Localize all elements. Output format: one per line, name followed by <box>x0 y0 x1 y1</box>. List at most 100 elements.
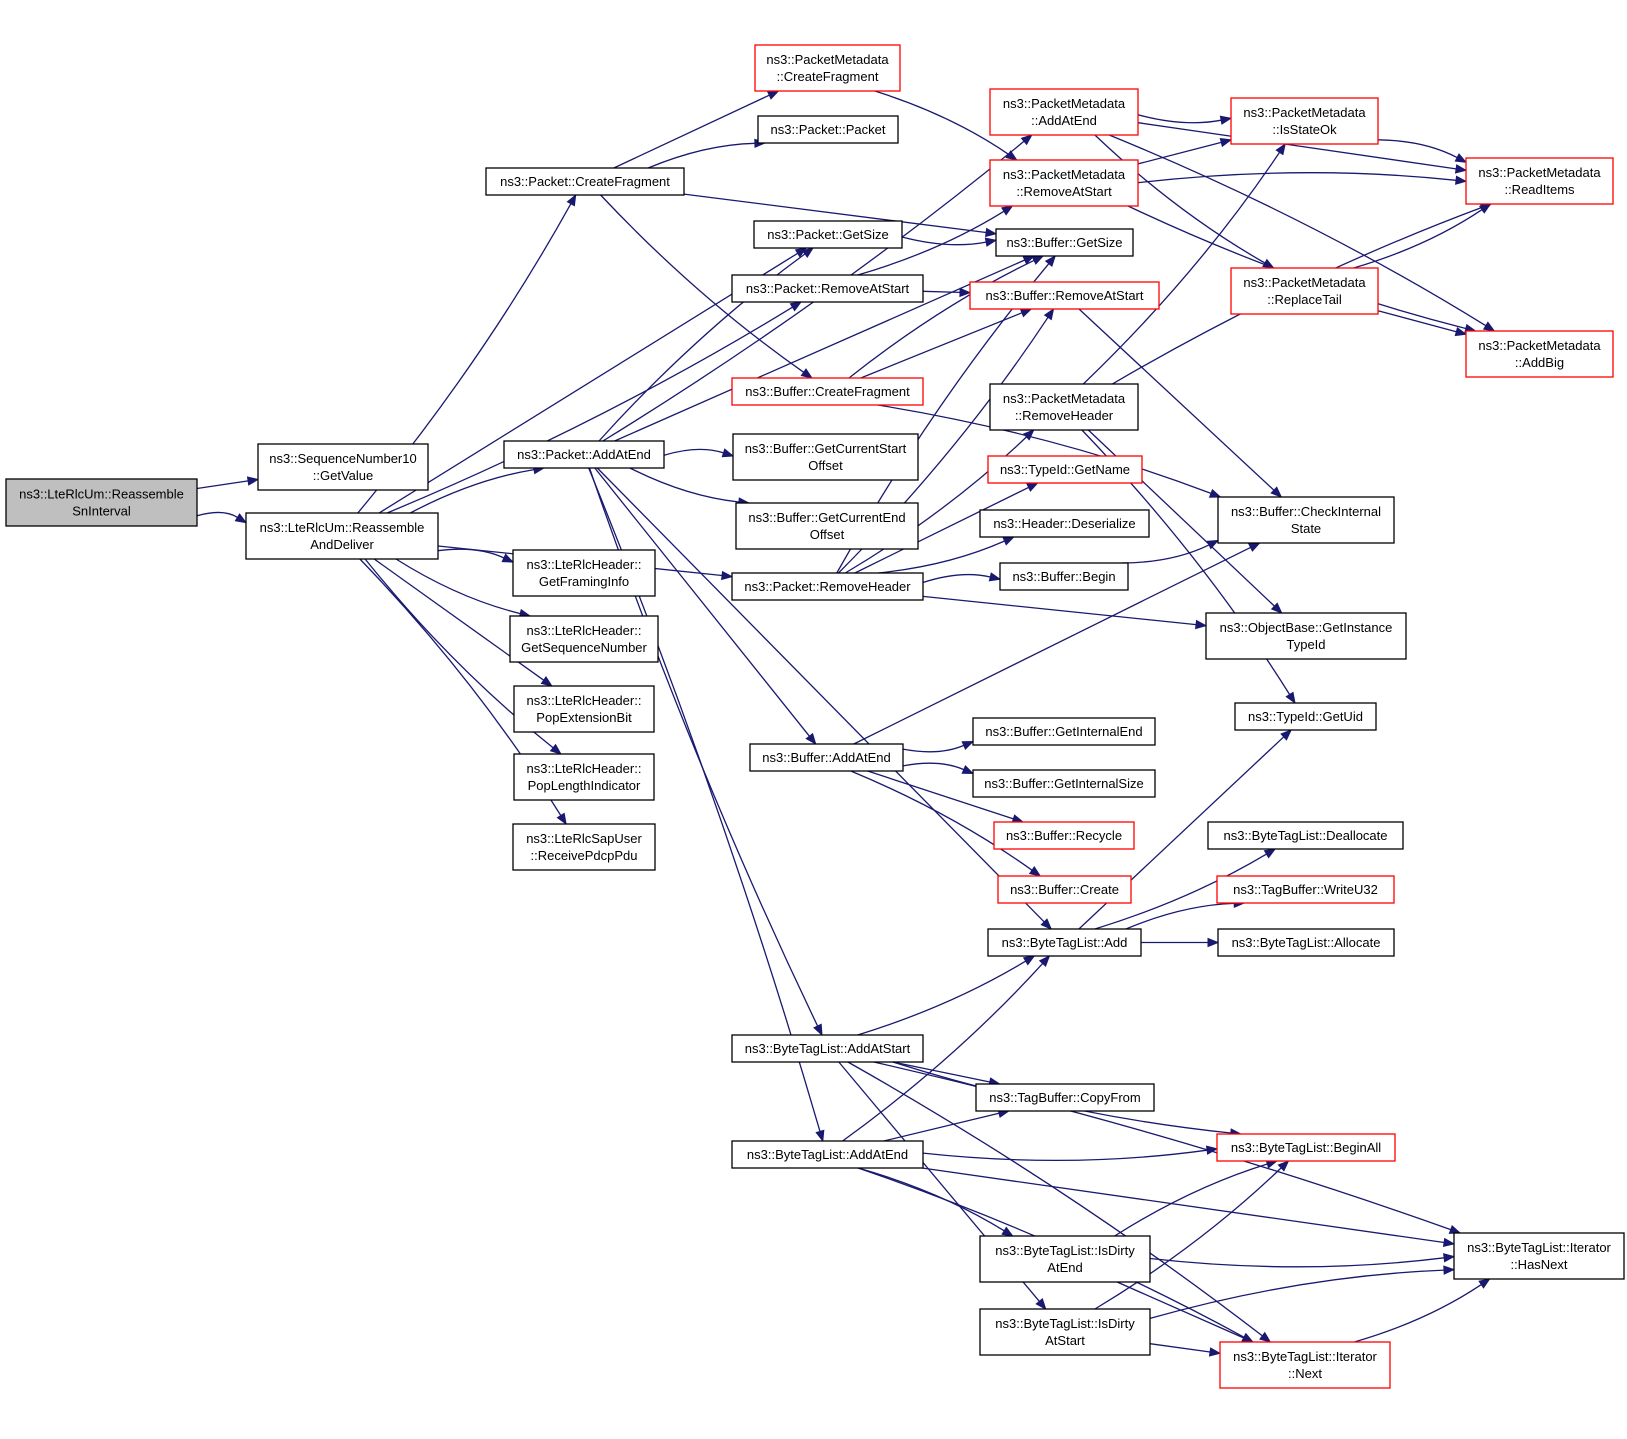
node-ns3-buffer-createfragment[interactable]: ns3::Buffer::CreateFragment <box>731 377 924 406</box>
edge-n18-n32 <box>850 770 1042 877</box>
arrowhead-icon <box>1205 1145 1219 1155</box>
node-ns3-packetmetadata-removeatstart[interactable]: ns3::PacketMetadata::RemoveAtStart <box>989 159 1139 207</box>
node-ns3-packet-removeatstart[interactable]: ns3::Packet::RemoveAtStart <box>731 274 924 303</box>
node-box <box>731 1140 924 1169</box>
node-ns3-buffer-addatend[interactable]: ns3::Buffer::AddAtEnd <box>749 743 904 772</box>
node-ns3-lterlcheader-getsequencenumber[interactable]: ns3::LteRlcHeader::GetSequenceNumber <box>509 615 659 663</box>
node-box <box>1216 1133 1396 1162</box>
node-box <box>731 1034 924 1063</box>
node-ns3-packetmetadata-replacetail[interactable]: ns3::PacketMetadata::ReplaceTail <box>1230 267 1379 315</box>
arrowhead-icon <box>1206 539 1220 550</box>
edge-n21-n48 <box>1137 122 1468 174</box>
node-ns3-bytetaglist-deallocate[interactable]: ns3::ByteTagList::Deallocate <box>1207 821 1404 850</box>
node-ns3-bytetaglist-beginall[interactable]: ns3::ByteTagList::BeginAll <box>1216 1133 1396 1162</box>
edge-n22-n37 <box>1137 138 1233 165</box>
edge-line <box>922 595 1197 626</box>
edge-line <box>858 1167 1005 1232</box>
node-label-line: ns3::PacketMetadata <box>1243 275 1366 290</box>
node-label-line: ns3::ByteTagList::Deallocate <box>1223 828 1387 843</box>
node-box <box>1234 702 1377 731</box>
node-ns3-bytetaglist-addatend[interactable]: ns3::ByteTagList::AddAtEnd <box>731 1140 924 1169</box>
arrowhead-icon <box>1277 1160 1290 1172</box>
node-ns3-lterlcsapuser-receivepdcppdu[interactable]: ns3::LteRlcSapUser::ReceivePdcpPdu <box>512 823 656 871</box>
edge-line <box>663 448 724 456</box>
node-ns3-buffer-getinternalend[interactable]: ns3::Buffer::GetInternalEnd <box>972 717 1156 746</box>
node-ns3-bytetaglist-allocate[interactable]: ns3::ByteTagList::Allocate <box>1217 928 1395 957</box>
node-ns3-lterlcheader-poplengthindicator[interactable]: ns3::LteRlcHeader::PopLengthIndicator <box>513 753 655 801</box>
node-box <box>995 228 1134 257</box>
node-ns3-packet-createfragment[interactable]: ns3::Packet::CreateFragment <box>485 167 685 196</box>
node-ns3-typeid-getname[interactable]: ns3::TypeId::GetName <box>987 455 1143 484</box>
arrowhead-icon <box>1022 955 1036 966</box>
node-ns3-tagbuffer-writeu32[interactable]: ns3::TagBuffer::WriteU32 <box>1216 875 1395 904</box>
node-box <box>5 478 198 527</box>
node-ns3-buffer-begin[interactable]: ns3::Buffer::Begin <box>999 562 1129 591</box>
node-ns3-packetmetadata-removeheader[interactable]: ns3::PacketMetadata::RemoveHeader <box>989 383 1139 431</box>
edge-line <box>1137 172 1457 184</box>
node-box <box>732 433 919 481</box>
node-ns3-bytetaglist-iterator-hasnext[interactable]: ns3::ByteTagList::Iterator::HasNext <box>1453 1232 1625 1280</box>
edge-n4-n16 <box>629 467 751 507</box>
edge-line <box>1354 1284 1482 1343</box>
node-ns3-sequencenumber10-getvalue[interactable]: ns3::SequenceNumber10::GetValue <box>257 443 429 491</box>
edge-line <box>1121 544 1210 564</box>
node-ns3-bytetaglist-add[interactable]: ns3::ByteTagList::Add <box>987 928 1142 957</box>
edge-line <box>1114 1163 1268 1237</box>
edge-n17-n26 <box>854 482 1039 574</box>
node-ns3-header-deserialize[interactable]: ns3::Header::Deserialize <box>979 509 1150 538</box>
node-ns3-buffer-getsize[interactable]: ns3::Buffer::GetSize <box>995 228 1134 257</box>
node-label-line: ns3::Buffer::RemoveAtStart <box>986 288 1144 303</box>
edge-line <box>373 558 545 681</box>
node-ns3-packet-packet[interactable]: ns3::Packet::Packet <box>757 115 899 144</box>
edge-n22-n48 <box>1137 172 1468 185</box>
node-ns3-buffer-getinternalsize[interactable]: ns3::Buffer::GetInternalSize <box>972 769 1156 798</box>
node-label-line: ns3::TypeId::GetUid <box>1248 709 1363 724</box>
node-label-line: ns3::Header::Deserialize <box>993 516 1135 531</box>
node-ns3-packet-removeheader[interactable]: ns3::Packet::RemoveHeader <box>731 572 924 601</box>
node-ns3-typeid-getuid[interactable]: ns3::TypeId::GetUid <box>1234 702 1377 731</box>
edge-line <box>874 90 1009 155</box>
node-label-line: ns3::Buffer::GetCurrentStart <box>745 441 907 456</box>
edge-n3-n23 <box>683 193 998 238</box>
arrowhead-icon <box>1020 134 1033 146</box>
edge-n13-n22 <box>857 205 1014 276</box>
node-ns3-packet-getsize[interactable]: ns3::Packet::GetSize <box>753 220 903 249</box>
node-ns3-tagbuffer-copyfrom[interactable]: ns3::TagBuffer::CopyFrom <box>975 1083 1155 1112</box>
edge-n35-n45 <box>1114 1159 1279 1237</box>
node-ns3-bytetaglist-iterator-next[interactable]: ns3::ByteTagList::Iterator::Next <box>1219 1341 1391 1389</box>
node-ns3-buffer-create[interactable]: ns3::Buffer::Create <box>997 875 1132 904</box>
node-box <box>1217 496 1395 544</box>
arrowhead-icon <box>1219 138 1233 148</box>
edge-n17-n28 <box>922 572 1002 584</box>
node-label-line: TypeId <box>1286 637 1325 652</box>
edge-n33-n41 <box>1078 729 1293 930</box>
node-ns3-packetmetadata-addbig[interactable]: ns3::PacketMetadata::AddBig <box>1465 330 1614 378</box>
arrowhead-icon <box>1443 1253 1456 1263</box>
node-label-line: ns3::TagBuffer::CopyFrom <box>989 1090 1141 1105</box>
node-ns3-bytetaglist-addatstart[interactable]: ns3::ByteTagList::AddAtStart <box>731 1034 924 1063</box>
edge-line <box>1137 122 1457 170</box>
node-ns3-packetmetadata-addatend[interactable]: ns3::PacketMetadata::AddAtEnd <box>989 88 1139 136</box>
node-ns3-packetmetadata-createfragment[interactable]: ns3::PacketMetadata::CreateFragment <box>754 44 901 92</box>
node-label-line: ns3::PacketMetadata <box>1003 167 1126 182</box>
node-label-line: ::ReadItems <box>1504 182 1575 197</box>
edge-n10-n22 <box>874 90 1018 161</box>
edge-n36-n46 <box>1149 1265 1456 1320</box>
node-ns3-lterlcheader-getframinginfo[interactable]: ns3::LteRlcHeader::GetFramingInfo <box>512 549 656 597</box>
node-label-line: ns3::Packet::RemoveHeader <box>744 579 911 594</box>
node-ns3-lterlcheader-popextensionbit[interactable]: ns3::LteRlcHeader::PopExtensionBit <box>513 685 655 733</box>
arrowhead-icon <box>540 676 553 687</box>
node-ns3-packetmetadata-readitems[interactable]: ns3::PacketMetadata::ReadItems <box>1465 157 1614 205</box>
node-ns3-packet-addatend[interactable]: ns3::Packet::AddAtEnd <box>503 440 665 469</box>
node-ns3-buffer-removeatstart[interactable]: ns3::Buffer::RemoveAtStart <box>969 281 1160 310</box>
node-ns3-buffer-recycle[interactable]: ns3::Buffer::Recycle <box>993 821 1135 850</box>
node-ns3-packetmetadata-isstateok[interactable]: ns3::PacketMetadata::IsStateOk <box>1230 97 1379 145</box>
